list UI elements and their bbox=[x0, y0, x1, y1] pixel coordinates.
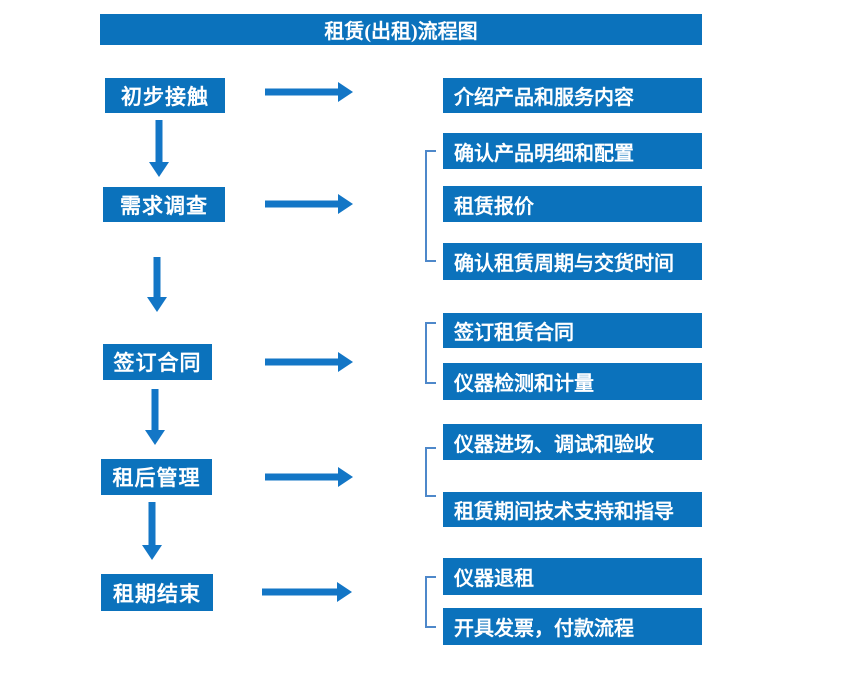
flow-arrow-right-3 bbox=[265, 352, 353, 372]
arrow-head-icon bbox=[338, 352, 353, 372]
arrow-head-icon bbox=[149, 162, 169, 177]
detail-box-introduce-products: 介绍产品和服务内容 bbox=[443, 78, 702, 113]
arrow-head-icon bbox=[142, 545, 162, 560]
arrow-head-icon bbox=[338, 82, 353, 102]
stage-box-demand-survey: 需求调查 bbox=[103, 187, 225, 222]
arrow-shaft bbox=[262, 588, 339, 596]
detail-box-instrument-setup-acceptance: 仪器进场、调试和验收 bbox=[443, 424, 702, 460]
stage-box-sign-contract: 签订合同 bbox=[103, 344, 212, 380]
group-bracket-post-rental bbox=[425, 447, 436, 497]
group-bracket-demand-survey bbox=[425, 150, 436, 262]
flow-arrow-down-1 bbox=[149, 120, 169, 177]
arrow-shaft bbox=[265, 200, 340, 208]
detail-box-instrument-testing: 仪器检测和计量 bbox=[443, 363, 702, 400]
flow-arrow-down-4 bbox=[142, 502, 162, 560]
arrow-head-icon bbox=[337, 582, 352, 602]
flow-arrow-right-1 bbox=[265, 82, 353, 102]
flow-arrow-right-5 bbox=[262, 582, 352, 602]
arrow-shaft bbox=[153, 257, 161, 298]
flow-arrow-right-4 bbox=[265, 467, 353, 487]
group-bracket-sign-contract bbox=[425, 322, 436, 384]
flow-arrow-right-2 bbox=[265, 194, 353, 214]
arrow-shaft bbox=[265, 88, 340, 96]
detail-box-technical-support: 租赁期间技术支持和指导 bbox=[443, 492, 702, 527]
arrow-shaft bbox=[265, 473, 340, 481]
detail-box-instrument-return: 仪器退租 bbox=[443, 558, 702, 595]
flow-arrow-down-2 bbox=[147, 257, 167, 312]
arrow-head-icon bbox=[338, 467, 353, 487]
arrow-head-icon bbox=[145, 430, 165, 445]
detail-box-invoice-payment: 开具发票，付款流程 bbox=[443, 608, 702, 645]
group-bracket-rental-end bbox=[425, 576, 436, 628]
stage-box-post-rental-management: 租后管理 bbox=[101, 459, 212, 495]
flowchart-title: 租赁(出租)流程图 bbox=[324, 21, 478, 43]
arrow-shaft bbox=[148, 502, 156, 546]
flowchart-title-bar: 租赁(出租)流程图 bbox=[100, 14, 702, 45]
arrow-shaft bbox=[265, 358, 340, 366]
detail-box-confirm-product-details: 确认产品明细和配置 bbox=[443, 133, 702, 169]
arrow-head-icon bbox=[338, 194, 353, 214]
detail-box-confirm-rental-period: 确认租赁周期与交货时间 bbox=[443, 243, 702, 280]
detail-box-sign-rental-contract: 签订租赁合同 bbox=[443, 313, 702, 348]
stage-box-initial-contact: 初步接触 bbox=[105, 78, 225, 113]
arrow-shaft bbox=[151, 389, 159, 431]
flow-arrow-down-3 bbox=[145, 389, 165, 445]
arrow-shaft bbox=[155, 120, 163, 163]
stage-box-rental-end: 租期结束 bbox=[101, 574, 213, 611]
arrow-head-icon bbox=[147, 297, 167, 312]
detail-box-rental-quote: 租赁报价 bbox=[443, 186, 702, 222]
